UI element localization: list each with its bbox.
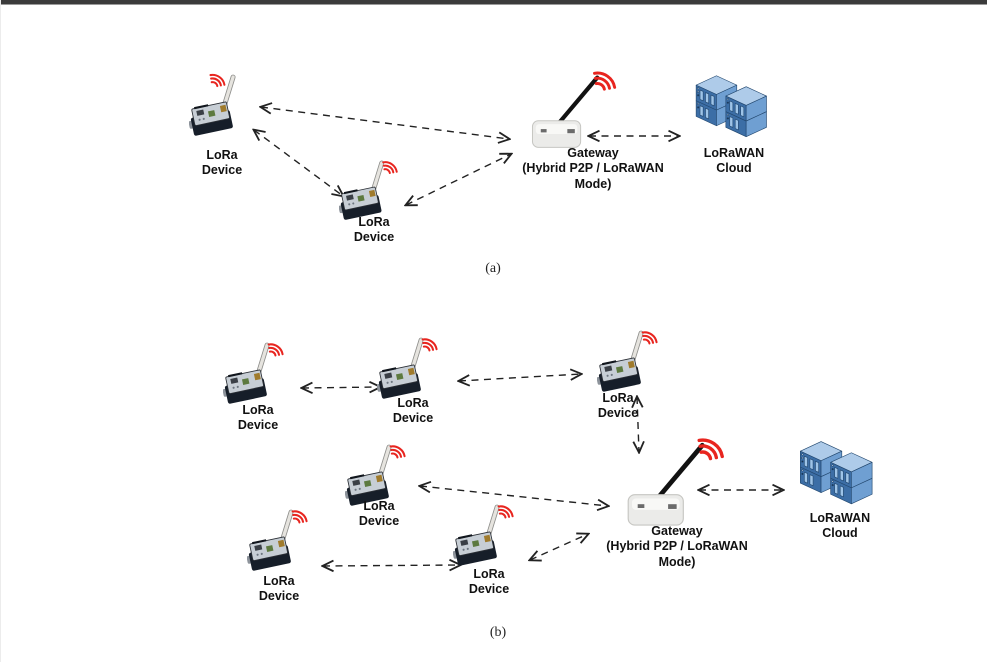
node-label: LoRa Device [237,403,279,433]
node-label: LoRa Device [392,396,434,426]
node-label: LoRa Device [258,574,300,604]
gateway-icon [613,432,727,527]
link-a-device2-gateway [406,154,511,205]
lora-device-icon [377,333,441,404]
lora-device-icon [189,70,253,141]
server-cluster-icon [797,440,885,507]
lora-device-icon [597,326,661,397]
lora-device-icon [247,505,311,576]
caption-b: (b) [489,625,507,640]
node-label: LoRa Device [201,148,243,178]
node-label: Gateway (Hybrid P2P / LoRaWAN Mode) [522,146,664,191]
caption-a: (a) [485,261,501,276]
node-label: LoRa Device [597,391,639,421]
link-b-device6-gateway [530,534,588,560]
node-label: LoRa Device [353,215,395,245]
link-b-device2-device3 [459,374,581,381]
server-cluster-icon [693,74,779,140]
link-b-device5-device6 [323,565,460,566]
node-label: LoRa Device [468,567,510,597]
node-label: LoRaWAN Cloud [809,511,871,541]
link-b-device1-device2 [302,387,380,388]
node-label: LoRaWAN Cloud [703,146,765,176]
gateway-icon [519,66,619,149]
link-a-device1-gateway [261,107,509,139]
top-border-bar [1,0,987,5]
node-label: Gateway (Hybrid P2P / LoRaWAN Mode) [606,524,748,569]
link-a-device1-device2 [254,130,343,196]
lora-device-icon [223,338,287,409]
node-label: LoRa Device [358,499,400,529]
lora-device-icon [453,500,517,571]
